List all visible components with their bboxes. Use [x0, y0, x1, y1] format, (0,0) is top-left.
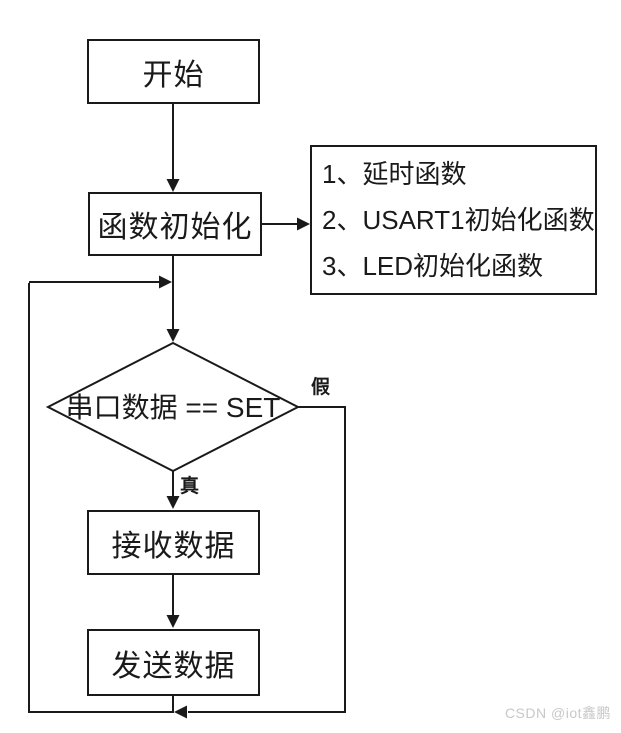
edge-label-false: 假 [311, 377, 331, 398]
node-receive: 接收数据 [87, 510, 260, 575]
side-note-item-1: 1、延时函数 [322, 159, 467, 189]
arrowhead-receive [166, 496, 180, 509]
arrowhead-decision [166, 329, 180, 342]
node-receive-label: 接收数据 [111, 529, 236, 563]
edge-false-branch [188, 406, 346, 713]
arrowhead-init [166, 179, 180, 192]
arrowhead-note [297, 217, 310, 231]
watermark-text: CSDN @iot鑫鹏 [504, 705, 611, 721]
node-decision-label: 串口数据 == SET [65, 392, 281, 423]
arrowhead-send [166, 615, 180, 628]
node-init-label: 函数初始化 [97, 211, 253, 244]
node-start-label: 开始 [142, 58, 205, 92]
edge-label-true: 真 [180, 476, 200, 497]
side-note-item-2: 2、USART1初始化函数 [322, 205, 595, 235]
node-send-label: 发送数据 [111, 649, 236, 683]
node-init: 函数初始化 [88, 192, 262, 256]
arrowhead-bottom-merge [174, 705, 187, 719]
edge-loop-back [28, 283, 174, 713]
arrowhead-loop-join [159, 275, 172, 289]
node-send: 发送数据 [87, 629, 260, 696]
node-start: 开始 [87, 39, 260, 104]
node-side-note: 1、延时函数 2、USART1初始化函数 3、LED初始化函数 [310, 145, 597, 295]
side-note-item-3: 3、LED初始化函数 [322, 251, 544, 281]
decision-diamond-shape [45, 341, 301, 473]
